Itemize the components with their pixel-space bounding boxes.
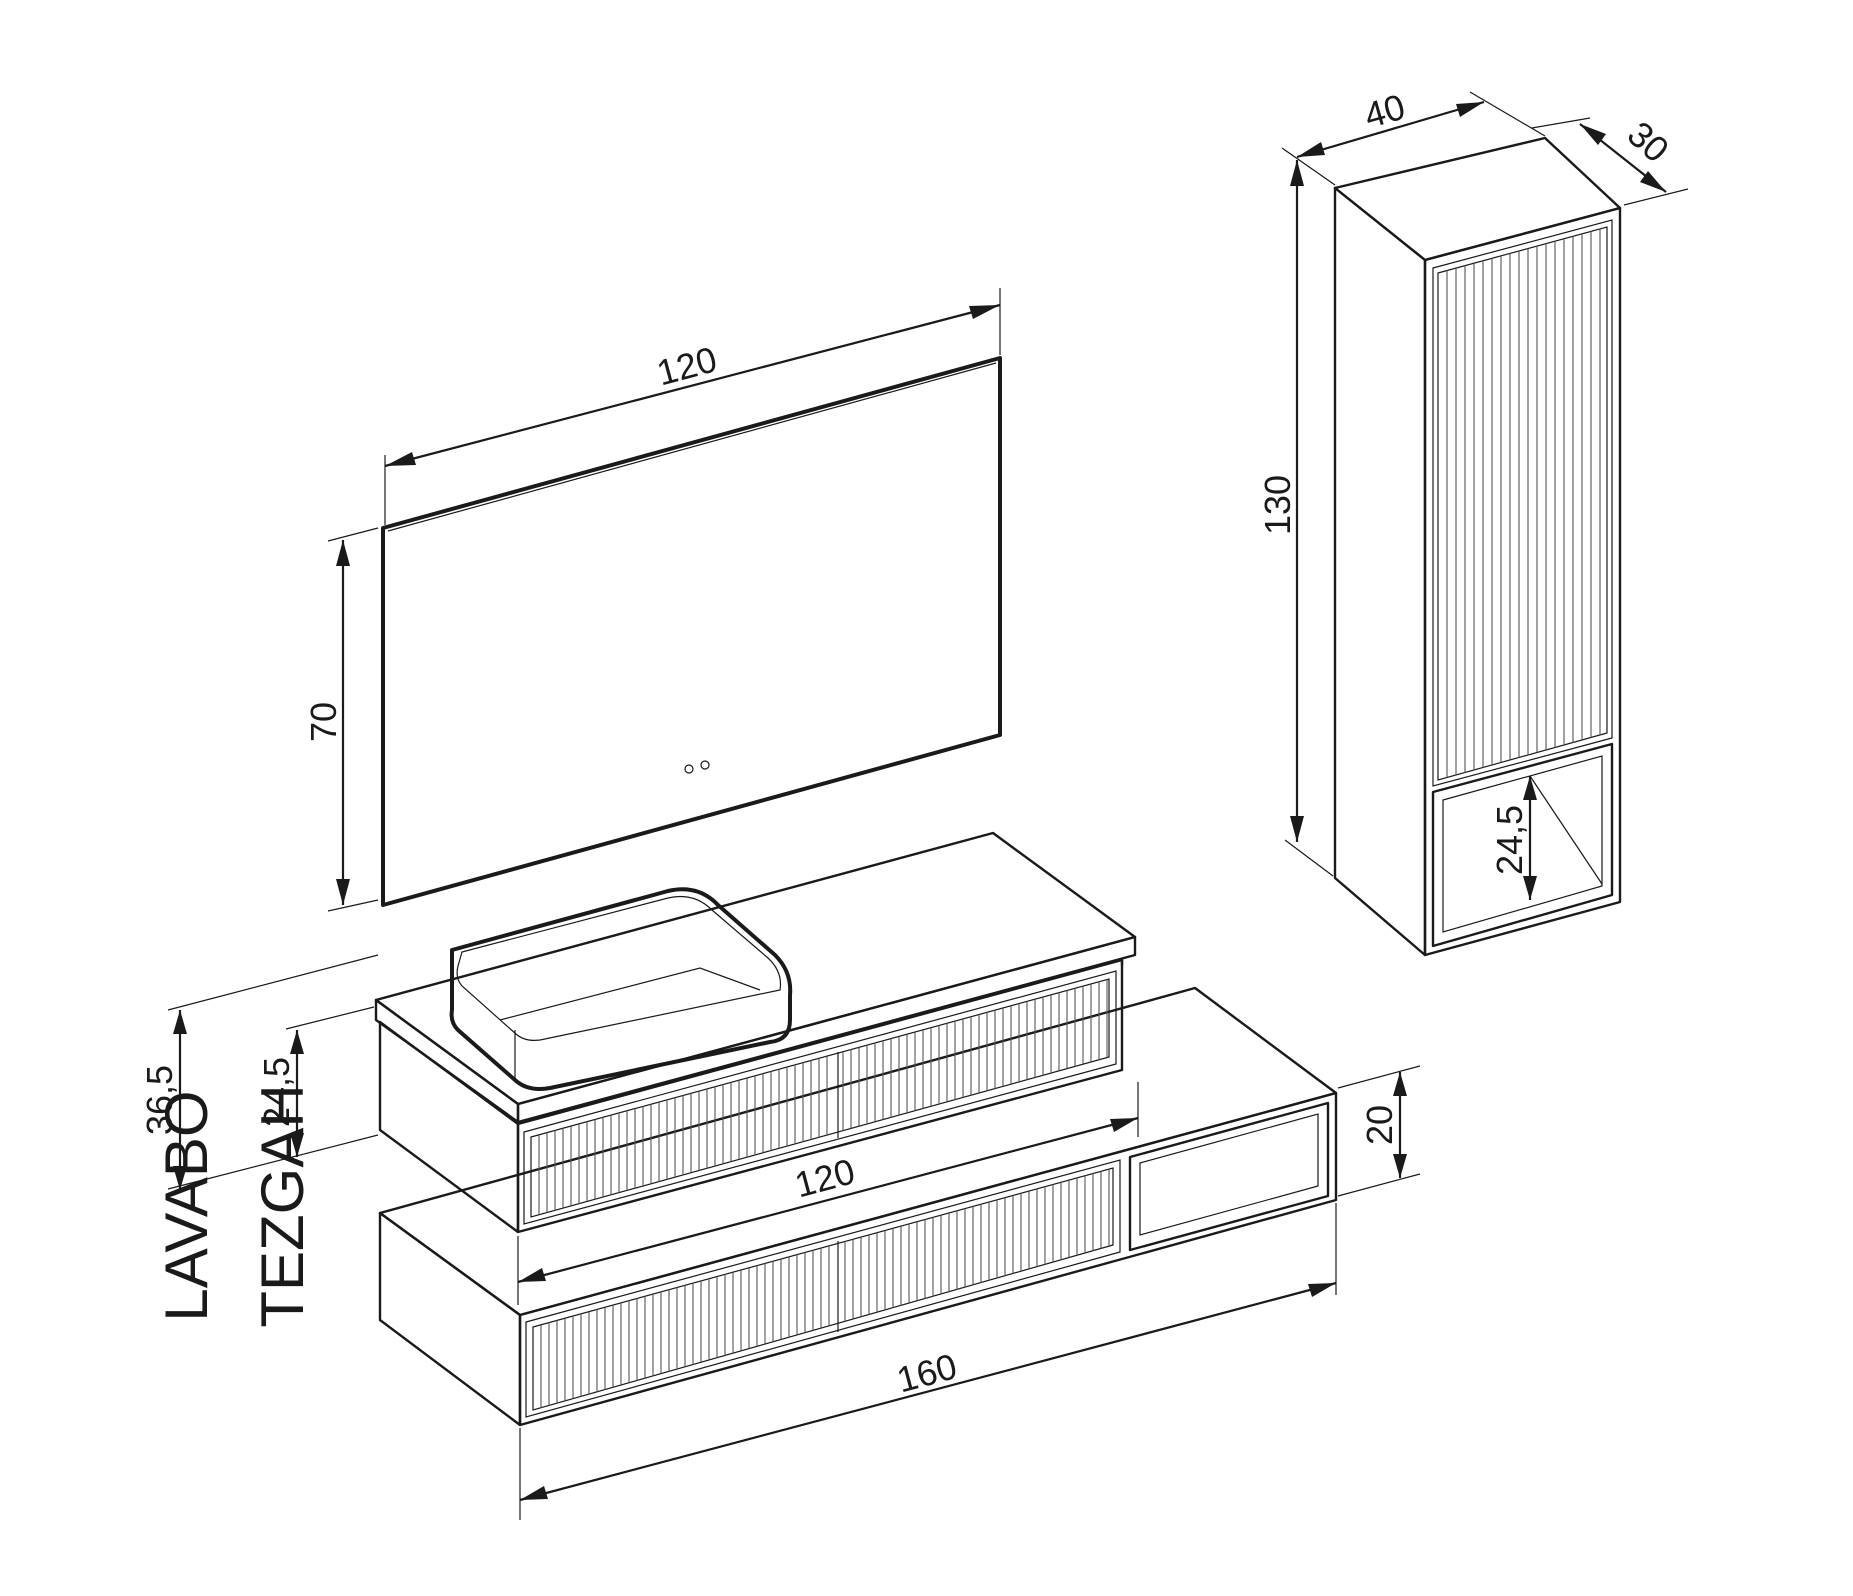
counter-label: TEZGAH [249,1084,316,1327]
counter-height-label: 20 [1359,1105,1400,1145]
tall-cabinet-fluted-door [1446,228,1601,778]
sink-width-dimension: 120 [517,1082,1139,1305]
mirror-width-label: 120 [652,338,721,393]
cabinet-width-label: 40 [1360,86,1410,136]
counter-width-label: 160 [892,1345,961,1400]
mirror-width-dimension: 120 [384,288,1001,525]
sink-body-height-dimension: 24,5 [256,1006,375,1157]
mirror [381,356,1002,907]
cabinet-width-dimension: 40 [1281,86,1546,186]
cabinet-niche-label: 24,5 [1489,805,1530,875]
vessel-basin [449,887,793,1091]
cabinet-depth-dimension: 30 [1531,113,1689,206]
sink-width-label: 120 [790,1150,859,1205]
mirror-height-dimension: 70 [303,527,379,912]
cabinet-height-label: 130 [1257,475,1298,535]
mirror-height-label: 70 [303,702,344,742]
counter-fluted-drawer [540,1169,1110,1408]
sink-unit [374,831,1137,1234]
mirror-touch-switch-icon [684,760,710,774]
sink-body-height-label: 24,5 [256,1057,297,1127]
cabinet-height-dimension: 130 [1257,160,1334,877]
counter-width-dimension: 160 [519,1203,1337,1520]
sink-total-height-dimension: 36,5 [139,954,379,1190]
cabinet-niche-dimension: 24,5 [1489,776,1537,900]
sink-total-height-label: 36,5 [139,1065,180,1135]
counter-height-dimension: 20 [1337,1065,1421,1197]
tall-cabinet [1333,136,1622,957]
sink-unit-label: LAVABO [153,1090,220,1321]
sink-unit-fluted-drawer [538,979,1108,1215]
